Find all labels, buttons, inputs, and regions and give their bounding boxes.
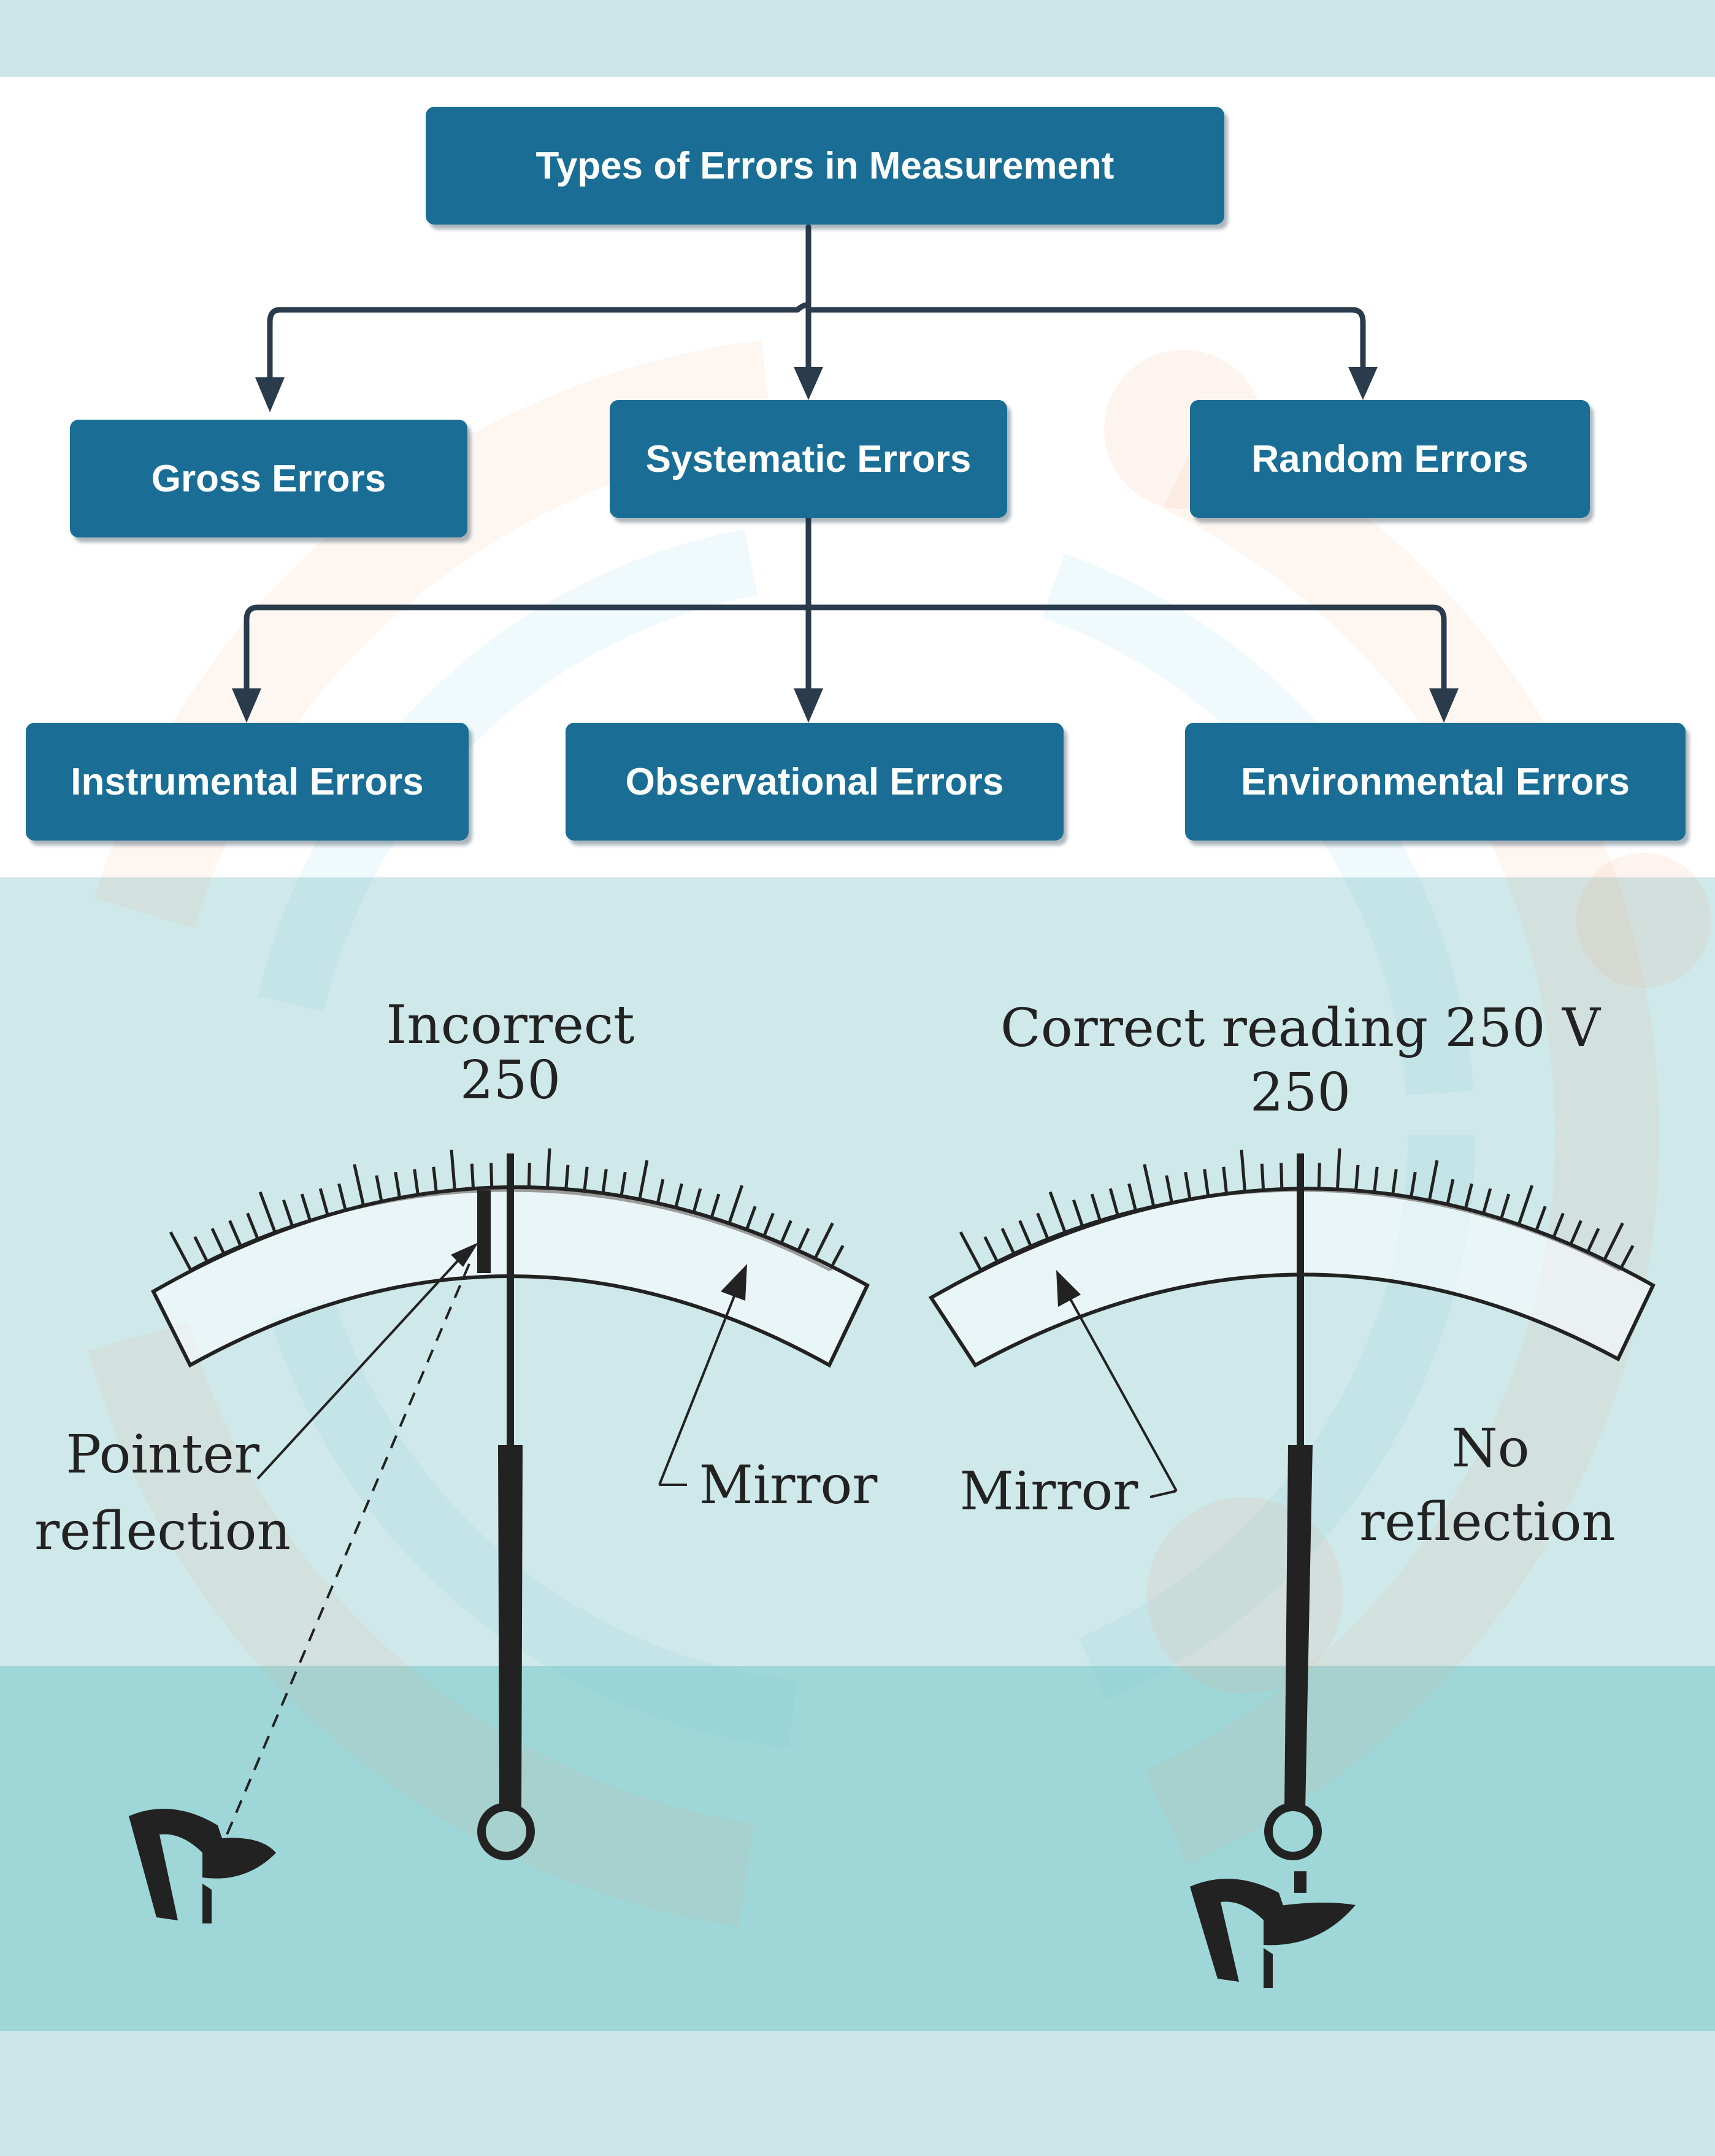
scale-tick <box>1534 1206 1547 1233</box>
arrow-head <box>451 1242 478 1267</box>
scale-tick <box>1108 1188 1119 1216</box>
scale-tick <box>1354 1165 1360 1193</box>
left-pointer-body <box>498 1445 523 1810</box>
node-gross-errors: Gross Errors <box>70 420 467 537</box>
scale-tick <box>1018 1220 1032 1247</box>
scale-tick <box>1335 1148 1341 1192</box>
scale-tick <box>1481 1188 1492 1216</box>
parallax-meters-illustration: Incorrect 250 Pointer reflection Mirror <box>34 995 1656 1988</box>
left-pointer-pivot <box>477 1803 535 1860</box>
scale-tick <box>726 1185 744 1227</box>
scale-tick <box>1090 1193 1102 1221</box>
scale-tick <box>193 1236 209 1263</box>
scale-tick <box>1464 1183 1473 1211</box>
scale-tick <box>1499 1193 1511 1221</box>
scale-tick <box>1551 1212 1565 1240</box>
bottom-band <box>0 2031 1715 2156</box>
right-pointer-pivot <box>1264 1803 1322 1860</box>
scale-tick <box>337 1183 347 1211</box>
left-pointer-reflection-strip <box>477 1190 491 1273</box>
scale-tick <box>1372 1166 1379 1195</box>
scale-tick <box>228 1220 242 1247</box>
scale-tick <box>1602 1222 1624 1263</box>
scale-tick <box>470 1163 475 1192</box>
scale-tick <box>413 1169 420 1197</box>
meter-right: Correct reading 250 V 250 Mirror No refl… <box>928 998 1656 1988</box>
scale-tick <box>1568 1220 1583 1247</box>
right-eye-icon <box>1190 1871 1356 1988</box>
tree-connectors <box>232 224 1459 723</box>
scale-tick <box>1409 1171 1417 1200</box>
right-pointer-body <box>1284 1445 1313 1810</box>
scale-tick <box>375 1175 383 1203</box>
left-line-of-sight <box>226 1263 470 1835</box>
scale-tick <box>1072 1199 1084 1227</box>
scale-tick <box>258 1191 277 1233</box>
scale-tick <box>450 1149 457 1193</box>
scale-tick <box>169 1231 193 1271</box>
right-mirror-band <box>928 1187 1656 1368</box>
scale-tick <box>1127 1183 1137 1211</box>
scale-tick <box>318 1188 329 1216</box>
arrow-head <box>255 377 285 412</box>
meter-left: Incorrect 250 Pointer reflection Mirror <box>34 995 878 1923</box>
scale-tick <box>1143 1164 1156 1207</box>
right-heading-line2: 250 <box>1250 1062 1351 1123</box>
scale-tick <box>1203 1169 1210 1197</box>
scale-tick <box>1184 1171 1192 1200</box>
scale-tick <box>300 1193 312 1221</box>
scale-tick <box>637 1160 649 1203</box>
scale-tick <box>812 1222 834 1263</box>
label-pointer-reflection-1: Pointer <box>66 1424 260 1485</box>
scale-tick <box>1427 1160 1439 1203</box>
scale-tick <box>1048 1191 1067 1233</box>
label-mirror-left: Mirror <box>699 1455 878 1516</box>
left-eye-icon <box>129 1809 276 1923</box>
node-random-errors: Random Errors <box>1190 400 1590 518</box>
label-no-reflection-1: No <box>1451 1418 1529 1479</box>
scale-tick <box>246 1212 259 1240</box>
node-observational-errors: Observational Errors <box>566 723 1064 841</box>
scale-tick <box>1391 1169 1398 1197</box>
scale-tick <box>1240 1149 1247 1193</box>
top-band <box>0 0 1715 77</box>
arrow-head <box>1056 1270 1081 1307</box>
scale-tick <box>282 1199 294 1227</box>
scale-tick <box>1222 1166 1229 1195</box>
arrow-head <box>1348 367 1378 400</box>
arrow-head <box>232 688 261 723</box>
scale-tick <box>1000 1228 1016 1255</box>
arrow-head <box>721 1264 747 1301</box>
label-pointer-reflection-2: reflection <box>34 1501 291 1562</box>
scale-tick <box>1260 1163 1265 1192</box>
scale-tick <box>1036 1212 1049 1240</box>
scale-tick <box>1585 1228 1600 1255</box>
node-instrumental-errors: Instrumental Errors <box>26 723 469 841</box>
node-systematic-errors: Systematic Errors <box>610 400 1007 518</box>
node-environmental-errors: Environmental Errors <box>1185 723 1686 841</box>
label-no-reflection-2: reflection <box>1359 1492 1616 1553</box>
scale-tick <box>1516 1185 1534 1227</box>
root-node: Types of Errors in Measurement <box>426 107 1224 225</box>
left-heading-line1: Incorrect <box>386 995 634 1056</box>
scale-tick <box>983 1236 999 1263</box>
scale-tick <box>1280 1163 1284 1191</box>
arrow-head <box>794 688 823 723</box>
scale-tick <box>1618 1245 1635 1271</box>
right-heading-line1: Correct reading 250 V <box>1000 998 1602 1059</box>
scale-tick <box>1445 1179 1455 1207</box>
meter-panel-lower <box>0 1666 1715 2031</box>
arrow-head <box>1429 688 1459 723</box>
arrow-head <box>794 367 823 400</box>
scale-tick <box>959 1231 983 1271</box>
scale-tick <box>353 1164 366 1207</box>
scale-tick <box>432 1166 439 1195</box>
scale-tick <box>394 1171 402 1200</box>
scale-tick <box>1165 1175 1173 1203</box>
scale-tick <box>545 1148 551 1192</box>
label-mirror-right: Mirror <box>960 1461 1139 1522</box>
left-heading-line2: 250 <box>460 1050 561 1111</box>
scale-tick <box>210 1228 226 1255</box>
